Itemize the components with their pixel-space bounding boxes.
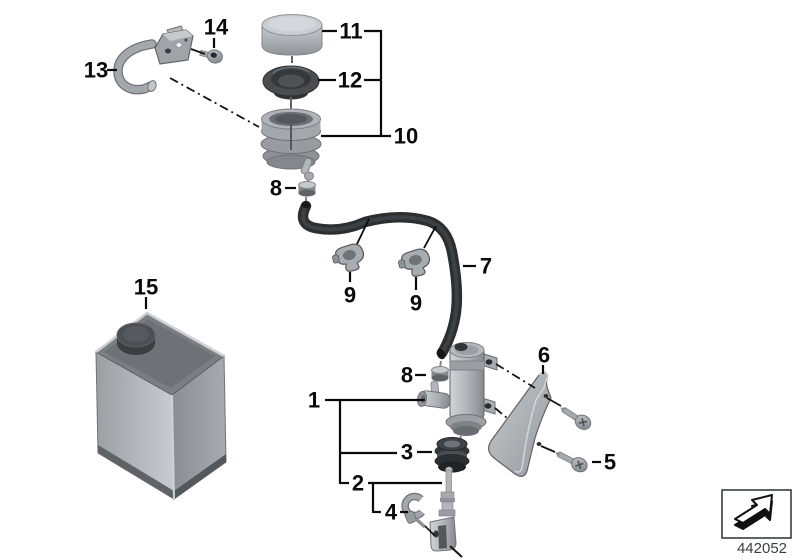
part-hose-clamp-right <box>398 248 431 277</box>
part-hose <box>297 200 463 360</box>
callout-9-left[interactable]: 9 <box>344 283 356 308</box>
cylinder-inlet-port <box>416 360 451 409</box>
callout-11[interactable]: 11 <box>339 19 362 44</box>
part-nut-upper <box>298 181 316 204</box>
part-clip <box>401 492 436 537</box>
assembly-axis-lines <box>169 77 536 419</box>
part-fluid-container <box>95 311 227 500</box>
drawing-number: 442052 <box>737 540 787 557</box>
reservoir-outlet-nipple <box>300 157 314 185</box>
part-pushrod <box>429 466 463 558</box>
part-reservoir-cap <box>261 14 323 56</box>
callout-4[interactable]: 4 <box>385 500 398 525</box>
callout-1[interactable]: 1 <box>308 388 320 413</box>
callout-8-upper[interactable]: 8 <box>270 176 282 201</box>
fluid-can-cap <box>116 322 156 355</box>
callout-14[interactable]: 14 <box>204 15 229 40</box>
part-hose-clamp-left <box>332 243 365 272</box>
part-screw-lower <box>555 451 588 473</box>
callout-9-right[interactable]: 9 <box>410 291 422 316</box>
callout-12[interactable]: 12 <box>338 68 362 93</box>
part-bracket-strap <box>113 25 194 95</box>
part-rubber-boot <box>434 437 470 473</box>
part-nut-lower <box>431 366 449 382</box>
callout-10[interactable]: 10 <box>394 124 418 149</box>
screw-pointer-lines <box>190 48 562 453</box>
callout-7[interactable]: 7 <box>480 254 492 279</box>
callout-15[interactable]: 15 <box>134 275 158 300</box>
part-reservoir <box>260 108 322 185</box>
callout-13[interactable]: 13 <box>84 58 108 83</box>
part-master-cylinder <box>416 342 498 447</box>
part-bracket-screw <box>199 49 223 64</box>
callout-8-lower[interactable]: 8 <box>401 363 413 388</box>
callout-lines <box>107 29 601 514</box>
callout-2[interactable]: 2 <box>352 471 364 496</box>
callout-labels: 1 2 3 4 5 6 7 8 8 9 9 10 11 12 13 14 15 <box>84 15 616 525</box>
callout-6[interactable]: 6 <box>538 343 550 368</box>
callout-5[interactable]: 5 <box>604 450 616 475</box>
direction-arrow-icon <box>734 494 773 530</box>
drawing-stamp: 442052 <box>721 489 792 557</box>
part-shield-plate <box>488 371 552 477</box>
part-diaphragm <box>262 65 320 100</box>
callout-3[interactable]: 3 <box>401 440 413 465</box>
part-screw-upper <box>560 407 592 430</box>
